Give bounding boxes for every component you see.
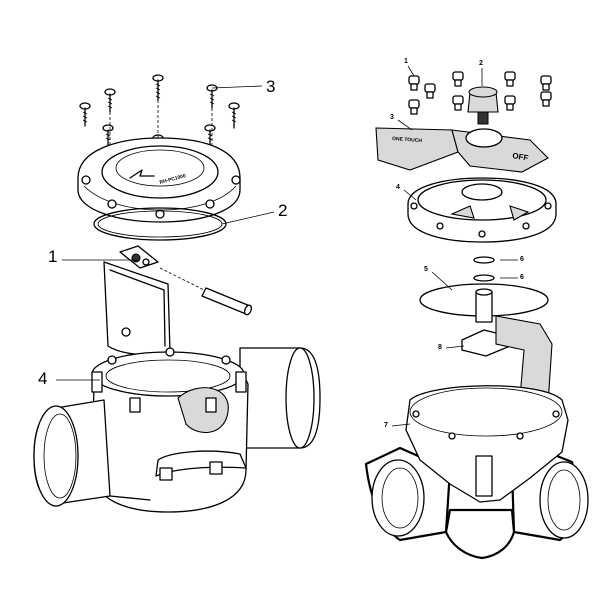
- callout-4-left: 4: [38, 369, 48, 388]
- arrow-icon: [129, 169, 155, 179]
- callout-2-left: 2: [278, 201, 288, 220]
- right-valve-lid: [407, 177, 557, 243]
- callout-1-left: 1: [48, 247, 58, 266]
- callout-2-right: 2: [479, 60, 483, 67]
- callout-6b-right: 6: [520, 274, 524, 281]
- handle-knob: [467, 86, 499, 125]
- callout-6a-right: 6: [520, 256, 524, 263]
- valve-lid: RH-PC1000: [77, 137, 241, 223]
- callout-4-right: 4: [396, 184, 400, 191]
- callout-7-right: 7: [384, 422, 388, 429]
- callout-8-right: 8: [438, 344, 442, 351]
- callout-5-right: 5: [424, 266, 428, 273]
- handle-off-label: OFF: [512, 151, 529, 163]
- screw: [152, 74, 164, 101]
- callout-3-left: 3: [266, 77, 276, 96]
- handle-stamp: ONE TOUCH: [392, 136, 423, 144]
- valve-body: [33, 347, 321, 513]
- screw: [206, 84, 218, 109]
- callout-1-right: 1: [404, 58, 408, 65]
- right-valve-body: [364, 385, 589, 560]
- screw: [104, 88, 116, 113]
- screw: [79, 102, 91, 127]
- handle-screws: [408, 71, 552, 115]
- right-leader-lines: [391, 65, 518, 427]
- left-leader-lines: [56, 85, 275, 381]
- screw: [228, 102, 240, 129]
- hinge-pin: [159, 267, 253, 316]
- diverter-flapper: [103, 245, 171, 356]
- right-exploded-view: ONE TOUCH OFF: [364, 65, 589, 560]
- screw: [102, 124, 114, 147]
- stem-o-rings: [473, 256, 495, 282]
- left-exploded-view: RH-PC1000: [33, 74, 321, 513]
- screw: [204, 124, 216, 147]
- callout-3-right: 3: [390, 114, 394, 121]
- valve-handle: ONE TOUCH OFF: [375, 127, 549, 173]
